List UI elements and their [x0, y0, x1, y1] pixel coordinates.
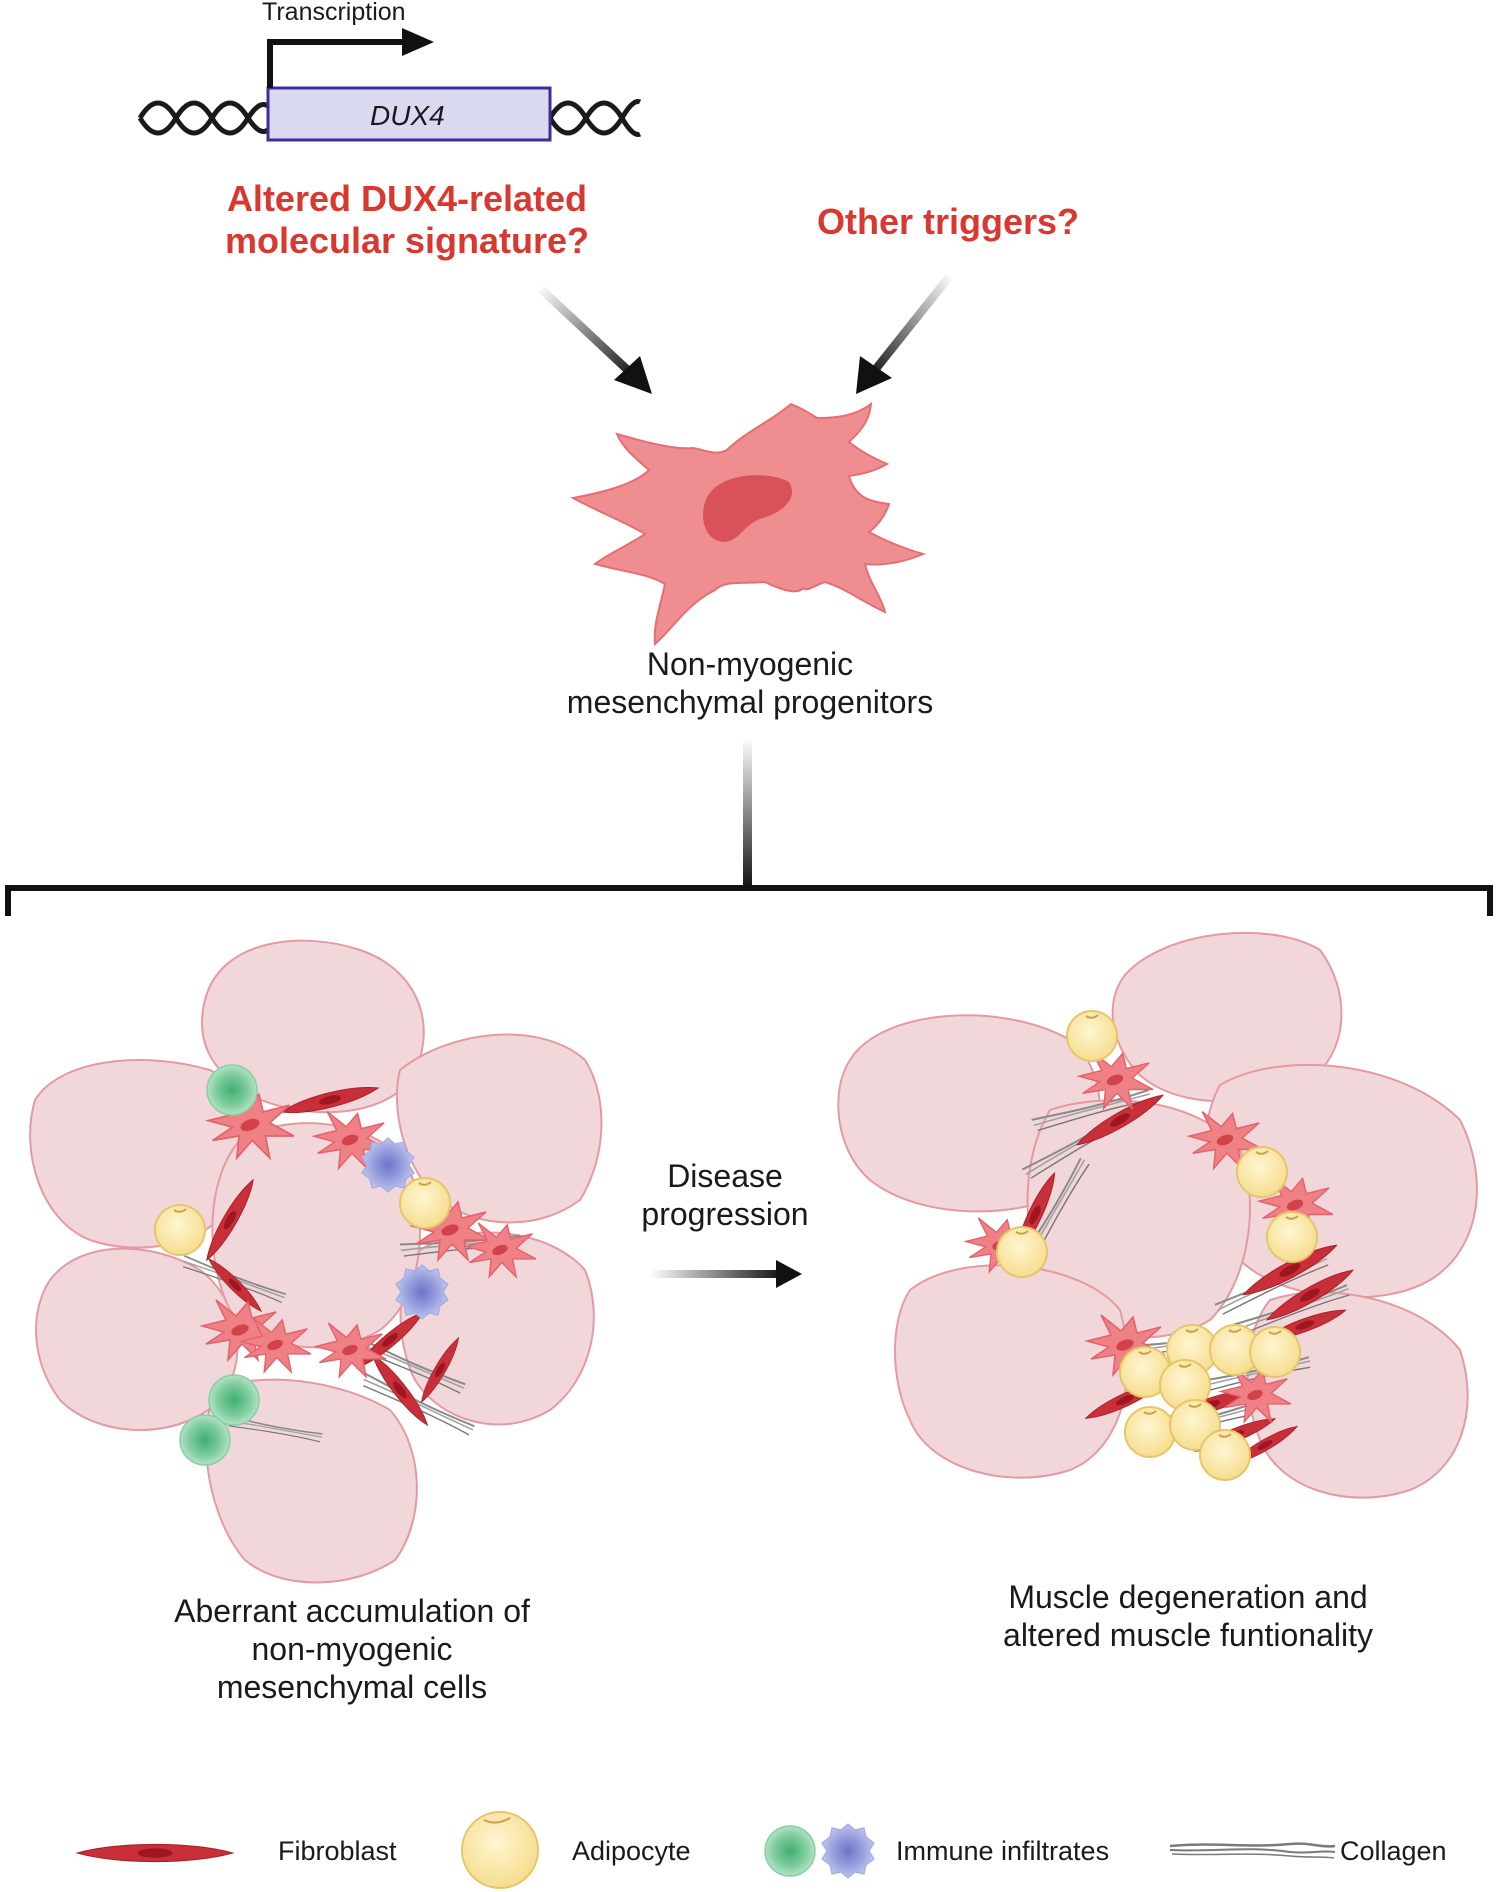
dux4-signature-question: Altered DUX4-related molecular signature…: [222, 178, 592, 262]
legend-fibroblast-label: Fibroblast: [278, 1836, 397, 1866]
left-panel-caption-line3: mesenchymal cells: [216, 1669, 488, 1705]
right-panel-caption-line1: Muscle degeneration and: [1008, 1579, 1368, 1615]
legend-adipocyte-icon: [461, 1811, 539, 1889]
dux4-gene-label: DUX4: [370, 100, 445, 131]
progression-arrowhead: [776, 1260, 802, 1288]
arrow-dux4-to-progenitor: [538, 286, 636, 378]
legend-collagen-label: Collagen: [1340, 1836, 1447, 1866]
dux4-gene-illustration: [137, 28, 642, 142]
other-triggers-question: Other triggers?: [816, 201, 1080, 242]
dna-strand-right: [547, 99, 642, 137]
progenitor-caption: Non-myogenic mesenchymal progenitors: [520, 645, 980, 721]
dux4-signature-line1: Altered DUX4-related: [226, 178, 588, 219]
right-muscle-cross-section: [837, 931, 1478, 1499]
muscle-fiber: [35, 1247, 239, 1431]
transcription-arrowhead: [402, 28, 434, 56]
branch-bracket: [5, 885, 1493, 916]
dna-strand-left: [137, 100, 270, 136]
bracket-stem: [743, 738, 752, 888]
progression-arrow-shaft: [650, 1270, 782, 1278]
disease-progression-line2: progression: [641, 1196, 809, 1232]
legend-immune-label: Immune infiltrates: [896, 1836, 1110, 1866]
mesenchymal-progenitor-cell: [570, 401, 926, 647]
right-panel-caption-line2: altered muscle funtionality: [1003, 1617, 1373, 1653]
left-panel-caption: Aberrant accumulation of non-myogenic me…: [132, 1592, 572, 1706]
left-muscle-cross-section: [29, 939, 603, 1584]
muscle-fiber: [894, 1264, 1129, 1479]
progenitor-caption-line2: mesenchymal progenitors: [566, 684, 934, 720]
muscle-fiber: [1246, 1291, 1469, 1499]
legend-immune-icon: [764, 1823, 875, 1879]
disease-progression-label: Disease progression: [600, 1157, 850, 1233]
left-panel-caption-line2: non-myogenic: [251, 1631, 453, 1667]
muscle-fiber: [399, 1231, 595, 1426]
legend-adipocyte-label: Adipocyte: [572, 1836, 691, 1866]
transcription-label: Transcription: [262, 0, 406, 26]
progenitor-caption-line1: Non-myogenic: [646, 646, 854, 682]
arrow-other-to-progenitor: [868, 274, 952, 378]
disease-progression-line1: Disease: [667, 1158, 783, 1194]
dux4-signature-line2: molecular signature?: [224, 220, 590, 261]
arrow-other-to-progenitor-head: [856, 356, 892, 394]
right-panel-caption: Muscle degeneration and altered muscle f…: [958, 1578, 1418, 1654]
legend-collagen-icon: [1169, 1842, 1336, 1859]
arrow-dux4-to-progenitor-head: [614, 356, 652, 394]
dux4-gene-box: [266, 86, 552, 142]
legend-fibroblast-icon: [76, 1843, 234, 1863]
transcription-arrow: [267, 39, 406, 88]
muscle-fiber: [396, 1033, 603, 1224]
left-panel-caption-line1: Aberrant accumulation of: [174, 1593, 530, 1629]
